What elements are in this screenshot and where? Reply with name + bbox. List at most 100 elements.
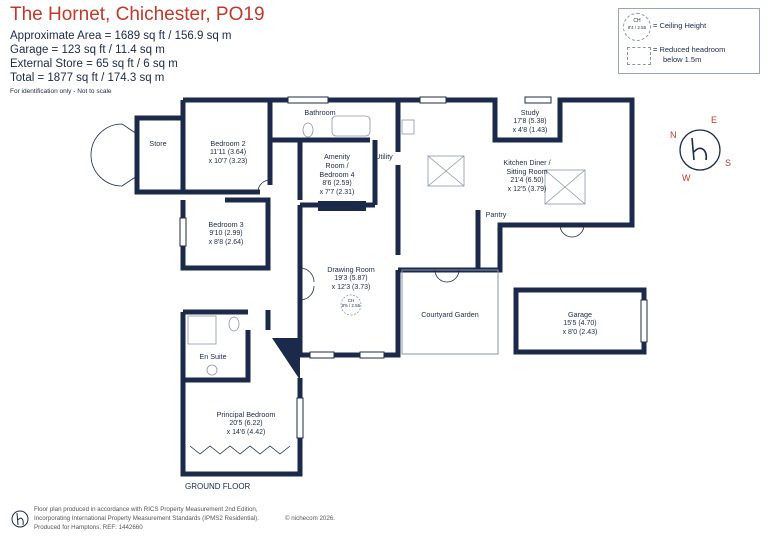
bedroom2-dim1: 11'11 (3.64): [209, 149, 247, 156]
compass-s: S: [725, 158, 732, 168]
principal-corner-block: [272, 338, 300, 380]
amenity-dim2: x 7'7 (2.31): [319, 189, 355, 196]
total-area: Total = 1877 sq ft / 174.3 sq m: [10, 72, 165, 84]
kitchen-dim2: x 12'5 (3.79): [507, 186, 547, 193]
amenity-name3: Bedroom 4: [319, 170, 355, 179]
legend: CH 8'4 / 2.55 = Ceiling Height = Reduced…: [618, 8, 760, 74]
amenity-name2: Room /: [325, 161, 349, 170]
window-garage: [640, 299, 648, 343]
drawing-ch-label: CH: [347, 298, 355, 303]
floor-label: GROUND FLOOR: [185, 482, 251, 491]
doors: [90, 123, 585, 455]
footer-copyright: © nichecom 2026.: [285, 515, 335, 522]
legend-ceiling-height: = Ceiling Height: [653, 21, 707, 30]
room-principal: Principal Bedroom 20'5 (6.22) x 14'6 (4.…: [217, 410, 276, 437]
rooflight: [544, 169, 586, 205]
rooflight-diag-2: [544, 169, 586, 205]
window-principal: [296, 397, 304, 439]
room-garage: Garage 15'5 (4.70) x 8'0 (2.43): [563, 310, 598, 337]
compass-mark-icon: [691, 137, 708, 161]
pantry-name: Pantry: [485, 210, 507, 219]
footer-line2: Incorporating International Property Mea…: [34, 515, 259, 522]
room-utility: Utility: [375, 152, 393, 162]
room-store: Store: [149, 139, 166, 149]
chimney-block: [318, 201, 366, 211]
window-kitchen: [419, 96, 447, 104]
compass-e: E: [711, 115, 718, 125]
french-doors-courtyard: [434, 269, 460, 283]
ch-marker-circle: [340, 294, 362, 316]
garage-name: Garage: [568, 310, 592, 319]
drawing-ch-value: 8'6 / 2.55: [341, 303, 361, 308]
compass-n: N: [670, 130, 677, 140]
legend-reduced-line1: = Reduced headroom: [653, 45, 726, 54]
amenity-name1: Amenity: [324, 152, 350, 161]
bedroom3-dim2: x 8'8 (2.64): [208, 239, 244, 246]
room-pantry: Pantry: [486, 210, 507, 220]
kitchen-outline: [398, 97, 635, 273]
study-name: Study: [520, 108, 540, 117]
kitchen-name1: Kitchen Diner /: [503, 158, 551, 167]
drawing-dim1: 19'3 (5.87): [334, 275, 368, 282]
windows: [179, 96, 648, 439]
room-courtyard: Courtyard Garden: [421, 310, 479, 320]
bathroom-name: Bathroom: [304, 108, 336, 117]
window-study: [524, 96, 552, 104]
legend-ch-value: 8'4 / 2.55: [627, 25, 647, 30]
legend-reduced-line2: below 1.5m: [663, 55, 702, 64]
room-kitchen: Kitchen Diner / Sitting Room 21'4 (6.50)…: [503, 158, 550, 194]
window-drawing-1: [309, 351, 335, 359]
identification-note: For identification only - Not to scale: [10, 88, 112, 95]
kitchen-name2: Sitting Room: [506, 167, 548, 176]
footer-line1: Floor plan produced in accordance with R…: [34, 506, 258, 513]
bedroom2-name: Bedroom 2: [210, 139, 246, 148]
nichecom-logo: [11, 510, 29, 528]
logo-circle: [11, 510, 29, 528]
window-bath: [287, 96, 329, 104]
utility-name: Utility: [375, 152, 393, 161]
drawing-doors: [299, 267, 315, 301]
walls: [134, 97, 647, 477]
room-study: Study 17'8 (5.38) x 4'8 (1.43): [513, 108, 548, 135]
bath-tub: [331, 115, 371, 137]
room-amenity: Amenity Room / Bedroom 4 8'6 (2.59) x 7'…: [319, 152, 354, 197]
window-bed3: [179, 217, 187, 247]
garage-dim2: x 8'0 (2.43): [562, 329, 598, 336]
study-dim1: 17'8 (5.38): [513, 118, 547, 125]
bedroom2-dim2: x 10'7 (3.23): [208, 158, 248, 165]
drawing-room-walls: [297, 205, 401, 358]
courtyard-walls: [401, 269, 499, 355]
garage-dim1: 15'5 (4.70): [563, 320, 597, 327]
property-title: The Hornet, Chichester, PO19: [10, 4, 265, 25]
compass-ring: [679, 129, 721, 171]
legend-ch-label: CH: [633, 18, 641, 24]
principal-dim1: 20'5 (6.22): [229, 420, 263, 427]
drawing-ch-marker: CH 8'6 / 2.55: [342, 298, 360, 308]
shower: [187, 315, 217, 345]
ensuite-toilet: [228, 316, 240, 332]
bed2-door: [257, 179, 271, 193]
room-bedroom2: Bedroom 2 11'11 (3.64) x 10'7 (3.23): [209, 139, 248, 166]
room-bathroom: Bathroom: [304, 108, 335, 118]
fixtures: [187, 115, 586, 376]
logo-mark-icon: [16, 512, 24, 526]
bedroom3-dim1: 9'10 (2.99): [209, 230, 243, 237]
store-walls: [134, 115, 186, 195]
kitchen-french-doors: [559, 224, 585, 238]
room-bedroom3: Bedroom 3 9'10 (2.99) x 8'8 (2.64): [208, 220, 243, 247]
room-ensuite: En Suite: [199, 352, 226, 362]
ensuite-walls: [180, 312, 251, 383]
drawing-dim2: x 12'3 (3.73): [331, 284, 371, 291]
drawing-name: Drawing Room: [327, 265, 375, 274]
toilet: [302, 122, 314, 138]
store-doors: [90, 123, 138, 187]
island: [427, 155, 465, 187]
store-area: External Store = 65 sq ft / 6 sq m: [10, 58, 178, 70]
legend-reduced-box: [627, 47, 651, 65]
footer-line3: Produced for Hamptons. REF: 1442660: [34, 524, 143, 531]
wall-blocks: [272, 201, 366, 380]
ensuite-basin: [206, 364, 218, 376]
hob: [401, 119, 415, 135]
garage-area: Garage = 123 sq ft / 11.4 sq m: [10, 44, 165, 56]
